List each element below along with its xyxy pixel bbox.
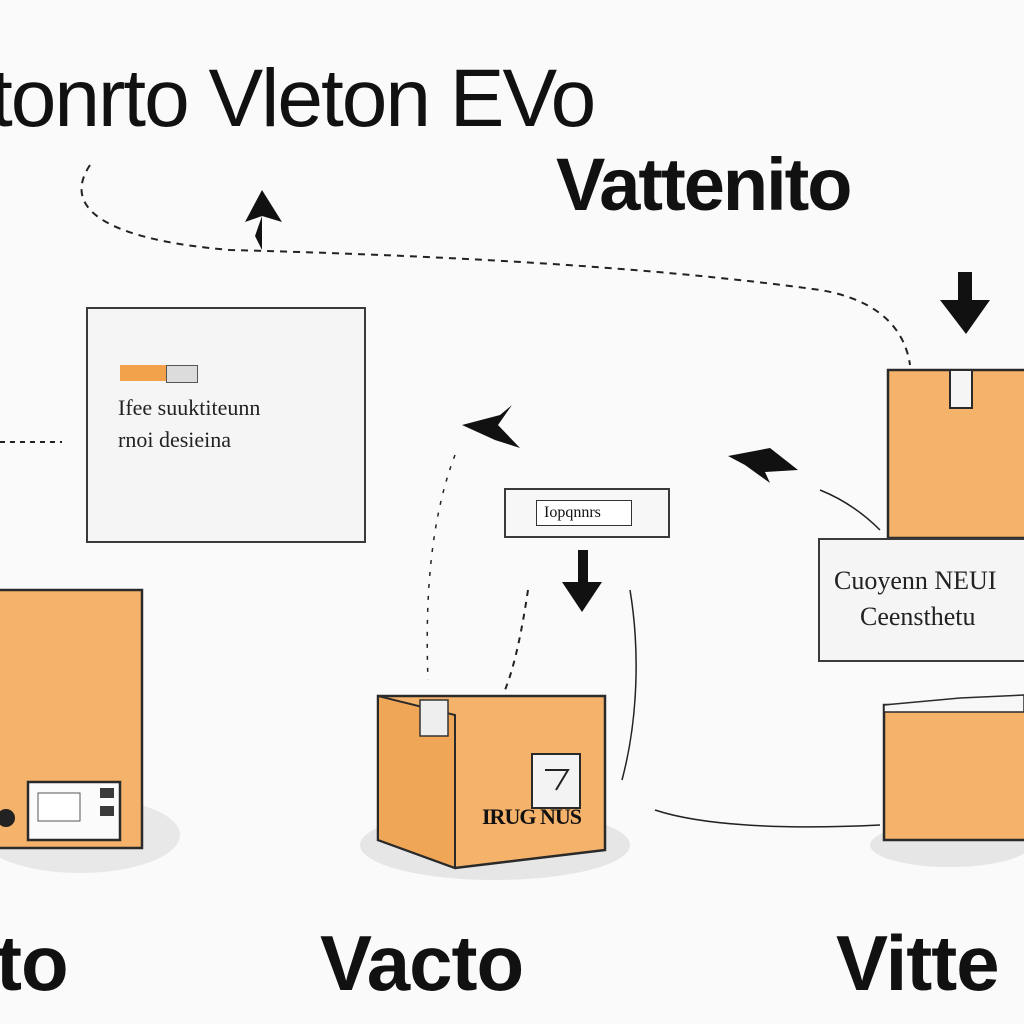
page-title: tonrto Vleton EVo <box>0 53 596 144</box>
connector-bottom-right <box>654 809 881 828</box>
box-br-flap <box>883 694 1024 713</box>
arrow-left-icon <box>728 448 798 483</box>
arrow-down-center-icon <box>562 550 602 612</box>
box-left-knob <box>0 809 15 827</box>
center-box-label: IRUG NUS <box>482 804 582 829</box>
connector-right-status <box>819 489 881 531</box>
box-right-tall-tab <box>949 369 973 409</box>
status-panel-line2: Ceensthetu <box>860 602 976 631</box>
bottom-label-left: to <box>0 919 69 1007</box>
page-subtitle: Vattenito <box>556 143 852 226</box>
tag-chip-label: Iopqnnrs <box>544 504 601 521</box>
box-left-device-btn <box>100 788 114 798</box>
arrow-bird-icon <box>462 405 520 448</box>
info-panel-line1: Ifee suuktiteunn <box>118 395 261 420</box>
tag-chip: Iopqnnrs <box>504 488 670 538</box>
info-panel-highlight <box>120 365 166 381</box>
box-center-tape <box>419 699 449 737</box>
arrow-up-icon <box>245 190 282 250</box>
tag-chip-inner <box>536 500 632 526</box>
connector-center-dashed <box>504 589 529 691</box>
dashed-connector-top <box>80 164 911 366</box>
bottom-label-center: Vacto <box>320 919 524 1007</box>
info-panel-line2: rnoi desieina <box>118 427 232 452</box>
arrow-down-right-icon <box>940 272 990 334</box>
info-panel: Ifee suuktiteunn rnoi desieina <box>86 307 366 543</box>
connector-center-left <box>426 454 456 681</box>
bottom-label-right: Vitte <box>836 919 1000 1007</box>
box-center-card-mark <box>545 769 570 791</box>
box-left-device-screen <box>37 792 81 822</box>
status-panel-line1: Cuoyenn NEUI <box>834 566 997 595</box>
box-bottom-right <box>882 703 1024 842</box>
box-left-device-btn2 <box>100 806 114 816</box>
info-panel-chip <box>166 365 198 383</box>
box-center-label-card <box>531 753 581 809</box>
connector-center-right <box>621 589 637 781</box>
status-panel: Cuoyenn NEUI Ceensthetu <box>818 538 1024 662</box>
